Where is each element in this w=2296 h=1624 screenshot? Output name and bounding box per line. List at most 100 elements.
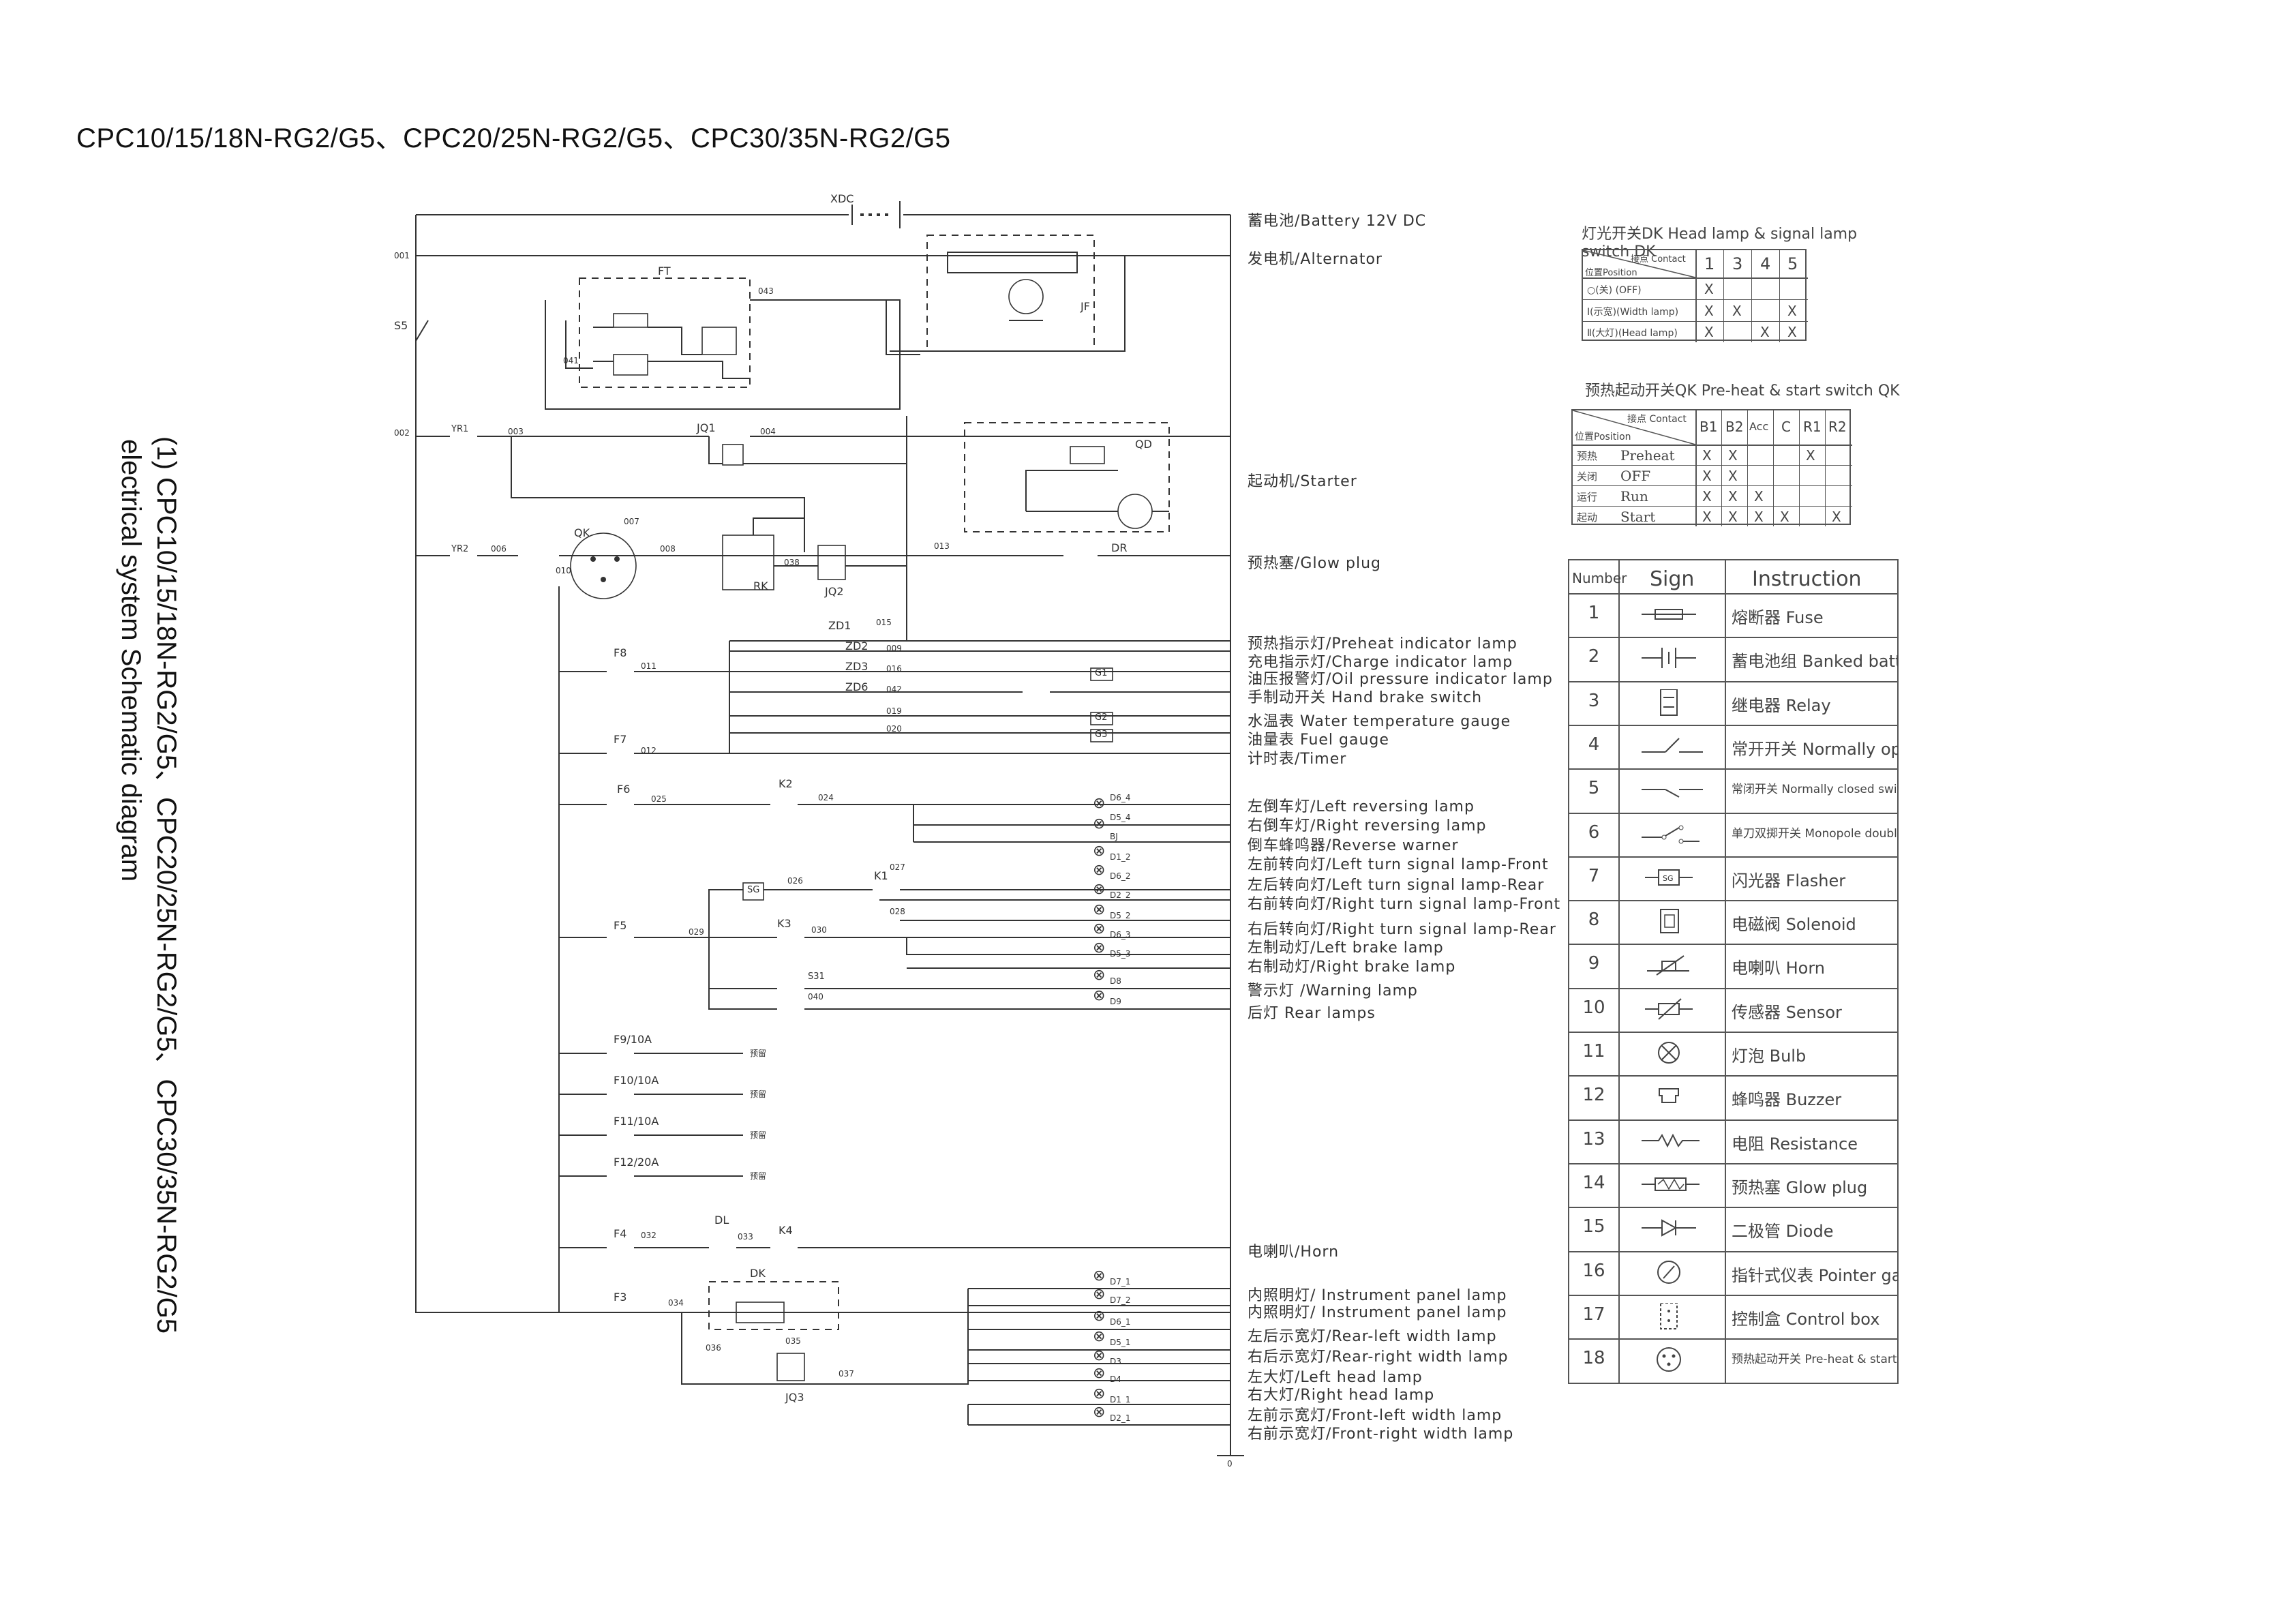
ref-dl: DL <box>714 1214 729 1227</box>
ref-jq2: JQ2 <box>825 585 844 598</box>
qk-mark: X <box>1832 509 1841 525</box>
label-rear-lamps: 后灯 Rear lamps <box>1248 1005 1376 1022</box>
ref-f5: F5 <box>614 919 627 932</box>
ref-w007: 007 <box>624 517 639 526</box>
qk-switch <box>570 532 637 599</box>
qk-mark: X <box>1754 509 1764 525</box>
qk-mark: X <box>1728 468 1738 484</box>
lamp-bulb-icon: ⊗ <box>1093 1365 1106 1382</box>
pointer-gauge-icon <box>1657 1260 1680 1284</box>
ref-f4: F4 <box>614 1227 627 1240</box>
ref-f3: F3 <box>614 1291 627 1304</box>
legend-instruction: 继电器 Relay <box>1732 695 1831 715</box>
ref-d6-2: D6_2 <box>1110 871 1131 881</box>
qk-row-off-cn: 关闭 <box>1577 470 1598 483</box>
ref-d7-2: D7_2 <box>1110 1295 1131 1305</box>
legend-number: 18 <box>1582 1348 1605 1369</box>
legend-number: 15 <box>1582 1216 1605 1237</box>
ref-zd1: ZD1 <box>828 619 851 632</box>
lamp-bulb-icon: ⊗ <box>1093 1286 1106 1303</box>
ref-d5-1: D5_1 <box>1110 1338 1131 1347</box>
qk-mark: X <box>1702 509 1712 525</box>
ref-w034: 034 <box>668 1298 684 1308</box>
dk-mark: X <box>1732 303 1742 319</box>
qk-mark: X <box>1702 447 1712 464</box>
lamp-bulb-icon: ⊗ <box>1093 1267 1106 1284</box>
label-fuel-gauge: 油量表 Fuel gauge <box>1248 732 1389 749</box>
legend-row-divider <box>1569 1075 1897 1077</box>
legend-instruction: 传感器 Sensor <box>1732 1002 1842 1022</box>
ref-ft: FT <box>658 265 671 277</box>
ref-w025: 025 <box>651 794 667 804</box>
ref-w043: 043 <box>758 286 774 296</box>
ref-dr: DR <box>1111 541 1128 554</box>
ref-d8: D8 <box>1110 976 1121 986</box>
label-starter: 起动机/Starter <box>1248 473 1357 490</box>
label-water-temp: 水温表 Water temperature gauge <box>1248 713 1511 730</box>
legend-header-sign: Sign <box>1650 567 1695 591</box>
legend-row-divider <box>1569 1119 1897 1121</box>
lamp-bulb-icon: ⊗ <box>1093 920 1106 937</box>
dk-table-title: 灯光开关DK Head lamp & signal lamp switch DK <box>1582 226 1858 260</box>
legend-row-divider <box>1569 680 1897 682</box>
ref-g1: G1 <box>1095 668 1108 678</box>
qk-row-run-en: Run <box>1620 488 1648 505</box>
ref-w011: 011 <box>641 661 656 671</box>
ref-w030: 030 <box>811 925 827 935</box>
lamp-bulb-icon: ⊗ <box>1093 843 1106 860</box>
qk-table-title: 预热起动开关QK Pre-heat & start switch QK <box>1585 382 1900 400</box>
ref-k4: K4 <box>779 1224 793 1237</box>
lamp-bulb-icon: ⊗ <box>1093 815 1106 832</box>
qk-row-preheat-cn: 预热 <box>1577 450 1598 462</box>
ref-jq1: JQ1 <box>697 421 716 434</box>
dk-mark: X <box>1704 303 1714 319</box>
ref-d3: D3 <box>1110 1357 1121 1366</box>
qk-mark: X <box>1754 488 1764 505</box>
ref-dk: DK <box>750 1267 766 1280</box>
ref-f12: F12/20A <box>614 1156 659 1169</box>
qd-starter <box>964 422 1170 532</box>
dk-mark: X <box>1704 281 1714 297</box>
dk-row-off: ○(关) (OFF) <box>1587 285 1642 296</box>
dk-col-5: 5 <box>1787 254 1798 273</box>
label-rear-left-width: 左后示宽灯/Rear-left width lamp <box>1248 1328 1497 1345</box>
legend-number: 10 <box>1582 997 1605 1018</box>
legend-instruction: 电磁阀 Solenoid <box>1732 915 1856 935</box>
ref-w038: 038 <box>784 558 800 567</box>
ref-w040: 040 <box>808 992 824 1002</box>
lamp-bulb-icon: ⊗ <box>1093 967 1106 984</box>
ref-w028: 028 <box>890 907 905 916</box>
legend-instruction: 电阻 Resistance <box>1732 1134 1858 1154</box>
lamp-bulb-icon: ⊗ <box>1093 939 1106 957</box>
label-front-left-width: 左前示宽灯/Front-left width lamp <box>1248 1407 1502 1424</box>
qk-mark: X <box>1702 488 1712 505</box>
legend-row-divider <box>1569 812 1897 814</box>
lamp-bulb-icon: ⊗ <box>1093 1404 1106 1421</box>
qk-col-r2: R2 <box>1828 419 1847 435</box>
ref-d1-1: D1_1 <box>1110 1395 1131 1404</box>
indicator-wiring <box>559 416 1230 754</box>
dk-row-width: Ⅰ(示宽)(Width lamp) <box>1587 307 1679 318</box>
dk-col-3: 3 <box>1732 254 1743 273</box>
preheat-start-switch-icon <box>1657 1347 1681 1372</box>
ref-xdc: XDC <box>830 192 854 205</box>
ref-spare-4: 预留 <box>750 1171 767 1181</box>
relay-icon <box>1660 689 1678 716</box>
legend-instruction: 预热起动开关 Pre-heat & start switch <box>1732 1353 1898 1367</box>
ref-w015: 015 <box>876 618 892 627</box>
ref-d5-4: D5_4 <box>1110 813 1131 822</box>
legend-row-divider <box>1569 768 1897 770</box>
lamp-bulb-icon: ⊗ <box>1093 881 1106 898</box>
page-title: CPC10/15/18N-RG2/G5、CPC20/25N-RG2/G5、CPC… <box>76 123 951 153</box>
ref-g2: G2 <box>1095 712 1108 723</box>
buzzer-icon <box>1659 1088 1679 1104</box>
lamp-bulb-icon: ⊗ <box>1093 987 1106 1004</box>
spare-fuses <box>558 1009 743 1248</box>
qk-col-r1: R1 <box>1803 419 1822 435</box>
ref-d5-3: D5_3 <box>1110 949 1131 959</box>
legend-instruction: 预热塞 Glow plug <box>1732 1177 1868 1197</box>
legend-number: 6 <box>1588 822 1600 843</box>
ref-spare-1: 预留 <box>750 1049 767 1058</box>
